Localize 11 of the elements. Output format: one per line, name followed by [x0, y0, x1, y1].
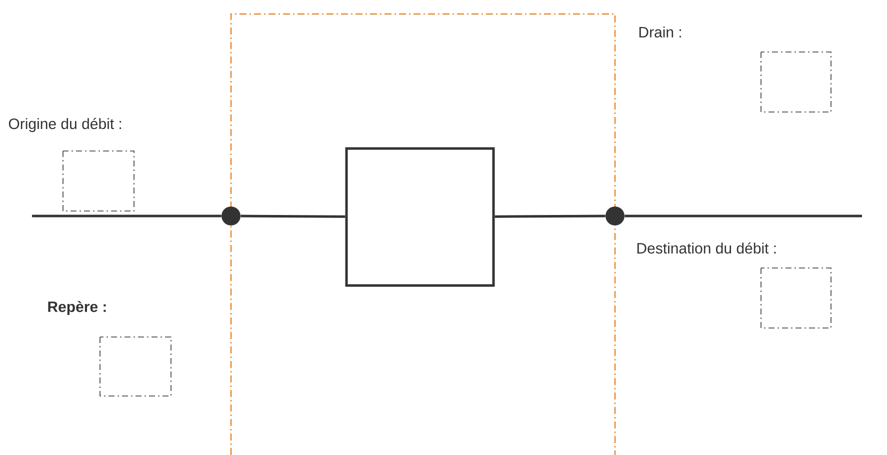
connector-line	[624, 214, 862, 218]
junction-dot	[606, 206, 624, 226]
field-label: Drain :	[639, 26, 681, 38]
field-label: Repère :	[48, 300, 106, 316]
field-label: Origine du débit :	[8, 118, 122, 132]
block-box	[345, 147, 495, 287]
connector-line	[32, 214, 222, 218]
connector-line	[494, 214, 606, 218]
connector-line	[240, 214, 346, 218]
field-label: Destination du débit :	[637, 242, 776, 254]
junction-dot	[222, 206, 240, 226]
